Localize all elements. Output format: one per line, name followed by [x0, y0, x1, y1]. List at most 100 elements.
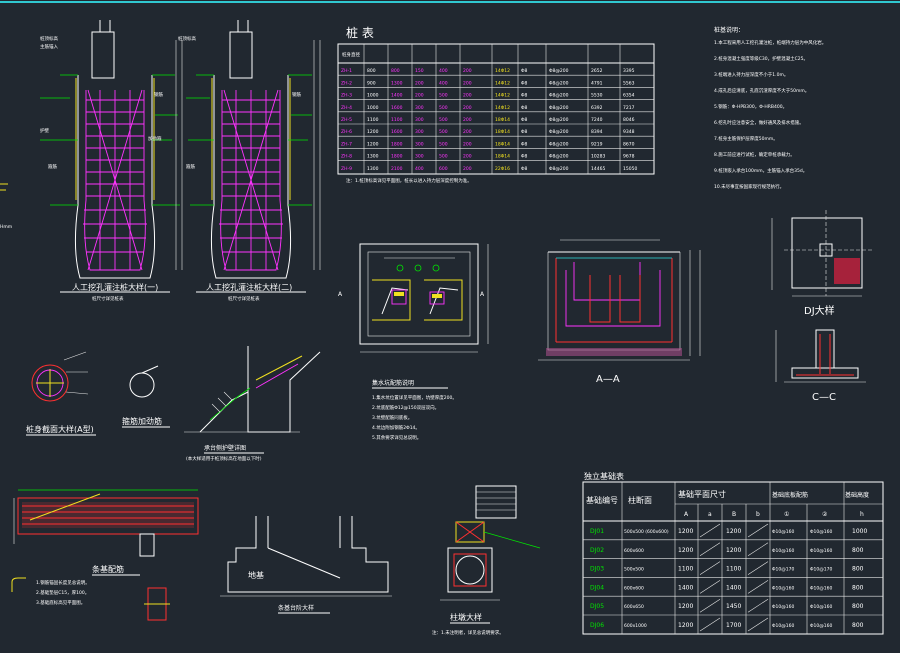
pile-table-cell: 300	[415, 141, 424, 147]
pile-table-cell: ZH-3	[341, 93, 352, 99]
pile-table-cell: 8670	[623, 141, 635, 147]
circle-section-title: 桩身截面大样(A型)	[26, 424, 94, 434]
strip-footing: 条基配筋 1.钢筋锚固长度见总说明。2.基础垫层C15，厚100。3.基础底标高…	[11, 489, 199, 621]
grid-line	[699, 561, 721, 575]
note-line: 9.桩顶嵌入承台100mm，主筋锚入承台35d。	[714, 167, 807, 174]
grid-line	[747, 523, 769, 538]
pile-table-cell: Φ8@200	[549, 141, 569, 147]
pile-table-cell: 1600	[391, 105, 403, 111]
hoop-detail: 箍筋加劲筋	[122, 365, 170, 428]
svg-text:加劲箍: 加劲箍	[148, 135, 162, 142]
foundation-B: 1200	[726, 528, 741, 535]
foundation-column: 500x500	[624, 567, 644, 573]
pile-table-cell: 1400	[391, 93, 403, 99]
pile-table-cell: ZH-7	[341, 141, 352, 147]
pile-table-cell: 200	[463, 141, 472, 147]
left-note-line: 1.钢筋锚固长度见总说明。	[36, 579, 90, 586]
pile-table-cell: 9678	[623, 154, 635, 160]
note-line: 7.桩身主筋保护层厚度50mm。	[714, 135, 778, 142]
pile-table-cell: ZH-4	[341, 105, 352, 111]
pile-table-cell: 1600	[391, 129, 403, 135]
pile-table-cell: ZH-2	[341, 80, 352, 86]
pit-plan: A A	[338, 243, 489, 353]
note-line: 6.挖孔时应注意安全，做好通风及排水措施。	[714, 119, 804, 126]
foundation-title: 独立基础表	[584, 471, 624, 481]
pile-table-cell: 1100	[367, 117, 379, 123]
svg-text:Hmm: Hmm	[0, 224, 12, 230]
pile-table-cell: 200	[415, 80, 424, 86]
svg-text:桩顶标高: 桩顶标高	[178, 35, 196, 42]
foundation-rebar-1: Φ10@160	[772, 548, 794, 554]
foundation-rebar-2: Φ10@160	[810, 548, 832, 554]
pile-table-cell: Φ8	[521, 105, 528, 111]
notes-title: 桩基说明：	[714, 26, 744, 34]
pile-table-cell: 14Φ12	[495, 93, 510, 99]
bottom-note: 注：1.未注明者，详见总说明要求。	[432, 629, 504, 636]
svg-text:A: A	[480, 291, 485, 298]
pile-table-cell: 500	[439, 154, 448, 160]
pile-table-cell: 4791	[591, 80, 603, 86]
grid-line	[699, 542, 721, 557]
pile-table-cell: Φ8@200	[549, 129, 569, 135]
foundation-A: 1200	[678, 528, 693, 535]
pile-table-cell: Φ8@200	[549, 154, 569, 160]
left-note-line: 2.基础垫层C15，厚100。	[36, 589, 89, 596]
pile-table-cell: 1300	[391, 80, 403, 86]
pile-table-cell: 7217	[623, 105, 635, 111]
pit-note-title: 集水坑配筋说明	[372, 379, 414, 387]
pile-table-cell: 500	[439, 105, 448, 111]
pile-table-cell: 6392	[591, 105, 603, 111]
foundation-column: 600x600	[624, 548, 644, 554]
pile-table-cell: Φ8@200	[549, 166, 569, 172]
pile-table-cell: 1300	[367, 166, 379, 172]
pile-table-cell: 9219	[591, 141, 603, 147]
pile-table-cell: Φ8@200	[549, 117, 569, 123]
grid-line	[699, 523, 721, 538]
foundation-rebar-1: Φ10@160	[772, 623, 794, 629]
circle-section: 桩身截面大样(A型)	[26, 351, 96, 436]
foundation-column: 600x1000	[624, 623, 647, 629]
pile-table-cell: 500	[439, 129, 448, 135]
svg-text:A: A	[338, 291, 343, 298]
pile-table-cell: 2652	[591, 68, 603, 74]
grid-line	[747, 542, 769, 557]
pile-table-cell: Φ8	[521, 166, 528, 172]
pile-table-cell: 1200	[367, 129, 379, 135]
foundation-column: 500x500 (600x600)	[624, 529, 669, 535]
note-line: 5.钢筋：Φ-HPB300，Φ-HRB400。	[714, 103, 787, 110]
note-line: 4.成孔后应清底，孔底沉渣厚度不大于50mm。	[714, 87, 809, 94]
pile-table-cell: 1000	[367, 105, 379, 111]
pile-table-cell: 200	[463, 93, 472, 99]
pile-table-cell: ZH-5	[341, 117, 352, 123]
svg-text:地基: 地基	[248, 570, 264, 580]
foundation-rebar-2: Φ10@160	[810, 529, 832, 535]
pile-table-cell: Φ8@200	[549, 80, 569, 86]
slope-detail: 承台侧护壁详图 (本大样适用于桩顶标高在地面以下时)	[184, 346, 321, 462]
foundation-rebar-2: Φ10@170	[810, 567, 832, 573]
pile-table-cell: 1200	[367, 141, 379, 147]
pile-table-cell: Φ8@200	[549, 68, 569, 74]
pile-table-cell: Φ8	[521, 141, 528, 147]
note-line: 1.本工程采用人工挖孔灌注桩，桩端持力层为中风化岩。	[714, 39, 826, 46]
pile-table-cell: 500	[439, 93, 448, 99]
note-line: 3.桩端进入持力层深度不小于1.0m。	[714, 71, 788, 78]
pile-table-cell: 400	[439, 80, 448, 86]
pile-table-cell: Φ8	[521, 80, 528, 86]
step-title: 条基台阶大样	[278, 604, 314, 612]
ft-sub-h: h	[860, 511, 864, 518]
pile-table-cell: Φ8	[521, 117, 528, 123]
grid-line	[747, 617, 769, 632]
foundation-A: 1200	[678, 603, 693, 610]
pile-table-cell: 3395	[623, 68, 635, 74]
foundation-rebar-2: Φ10@160	[810, 604, 832, 610]
pile1-subtitle: 桩尺寸详见桩表	[92, 295, 124, 302]
foundation-B: 1200	[726, 547, 741, 554]
pile-table-title: 桩 表	[346, 25, 374, 40]
foundation-height: 800	[852, 622, 864, 629]
pile-table-cell: 800	[367, 68, 376, 74]
grid-line	[699, 580, 721, 594]
ft-h-plan: 基础平面尺寸	[678, 489, 726, 499]
pile-table-cell: 1100	[391, 117, 403, 123]
pile-table-cell: 18Φ14	[495, 117, 510, 123]
foundation-rebar-2: Φ10@160	[810, 585, 832, 591]
